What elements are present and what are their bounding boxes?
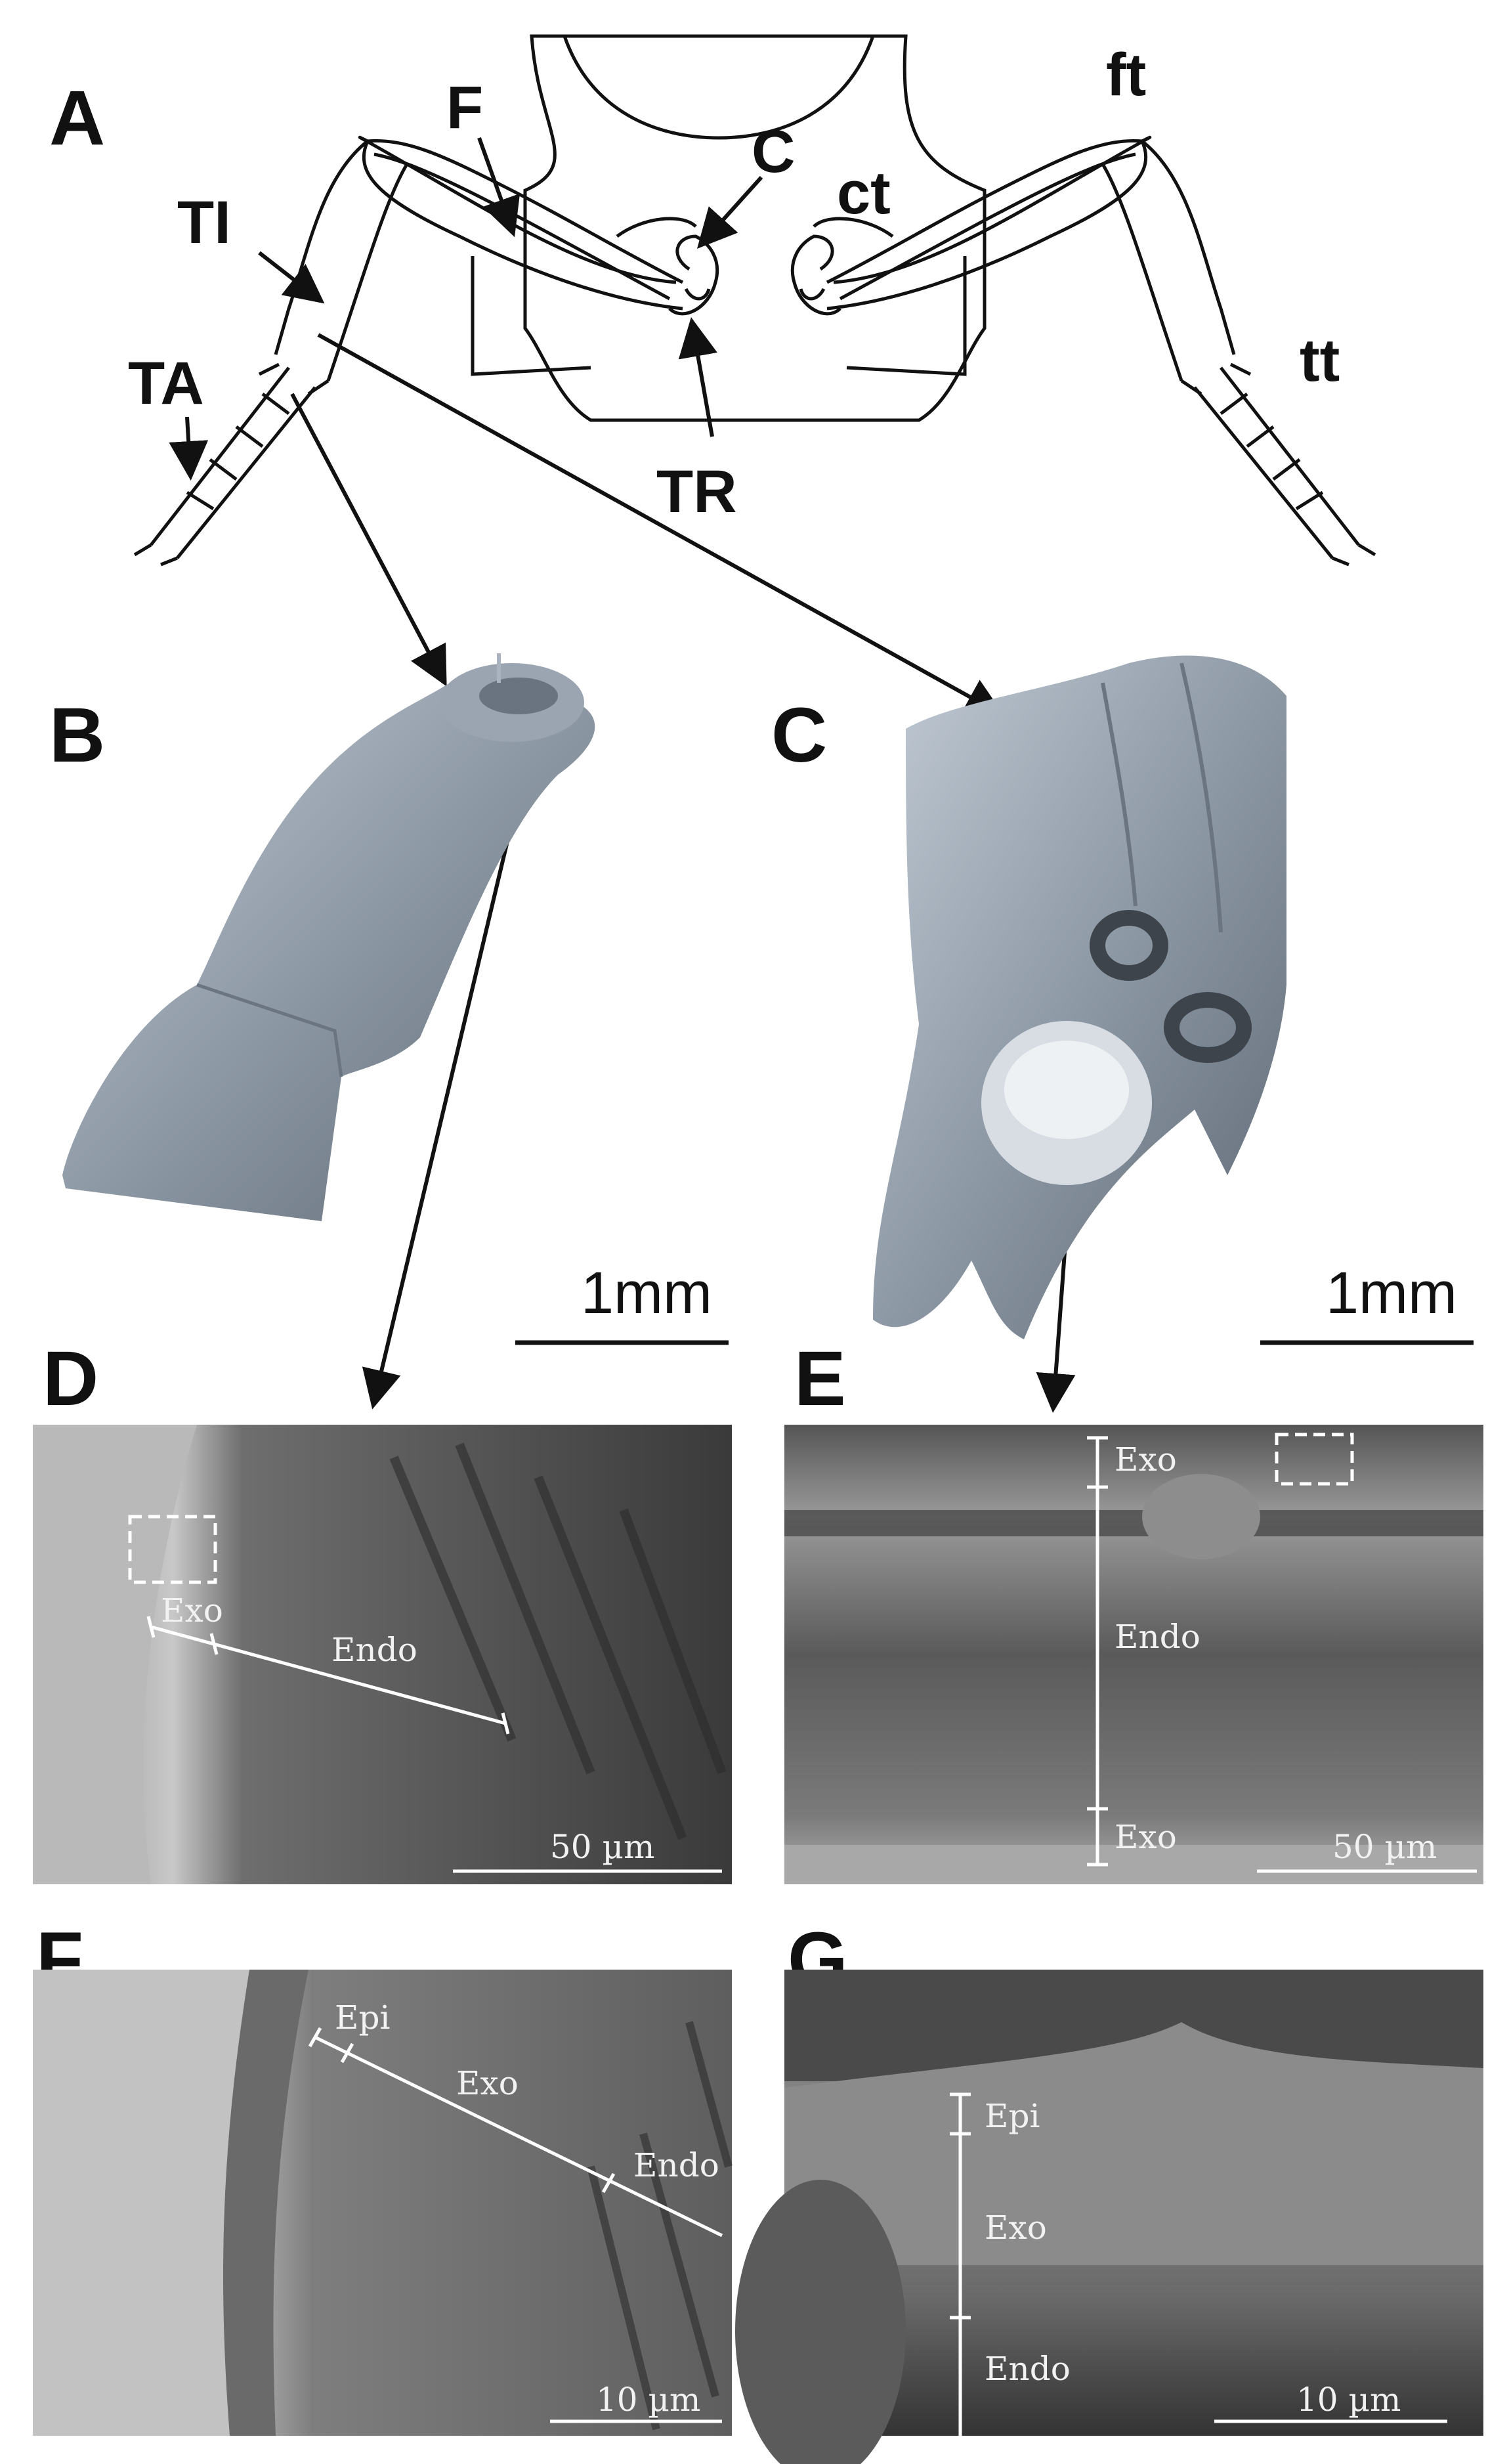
f-exo-label: Exo bbox=[456, 2064, 519, 2102]
scalebar-g-label: 10 µm bbox=[1296, 2381, 1401, 2419]
label-ct: ct bbox=[837, 160, 891, 227]
panel-a-drawing bbox=[133, 34, 1376, 567]
arrow-to-d bbox=[362, 794, 521, 1410]
e-exo-top-label: Exo bbox=[1115, 1440, 1177, 1479]
scalebar-f-label: 10 µm bbox=[596, 2381, 700, 2419]
arrow-to-c bbox=[317, 333, 1005, 716]
arrow-tr bbox=[678, 317, 717, 437]
panel-label-a: A bbox=[49, 75, 105, 162]
scalebar-d-label: 50 µm bbox=[550, 1828, 654, 1866]
tendon-ring-2 bbox=[1164, 992, 1252, 1063]
label-ft: ft bbox=[1106, 41, 1146, 108]
f-endo-label: Endo bbox=[633, 2146, 719, 2184]
e-endo-label: Endo bbox=[1115, 1618, 1201, 1656]
panel-label-d: D bbox=[43, 1335, 98, 1422]
panel-label-c: C bbox=[771, 692, 827, 779]
tendon-ring-1 bbox=[1090, 910, 1168, 981]
scalebar-b-label: 1mm bbox=[581, 1261, 712, 1326]
arrow-to-b bbox=[290, 393, 447, 687]
label-tarsus: TA bbox=[128, 350, 204, 417]
panel-f-sem bbox=[33, 1970, 733, 2436]
scalebar-c-label: 1mm bbox=[1326, 1261, 1457, 1326]
panel-e-sem bbox=[784, 1425, 1483, 1884]
arrow-ta bbox=[169, 416, 209, 481]
f-epi-label: Epi bbox=[335, 1999, 391, 2037]
label-tt: tt bbox=[1300, 327, 1340, 394]
panel-g-sem bbox=[735, 1970, 1483, 2464]
panel-b-render bbox=[62, 653, 595, 1221]
panel-a-pointers bbox=[169, 137, 1076, 1413]
d-endo-label: Endo bbox=[331, 1631, 417, 1669]
label-tibia: TI bbox=[177, 189, 231, 256]
label-femur: F bbox=[446, 74, 483, 141]
arrow-ti bbox=[258, 251, 325, 304]
g-exo-label: Exo bbox=[985, 2209, 1047, 2247]
panel-c-render bbox=[873, 655, 1286, 1339]
panel-label-e: E bbox=[794, 1335, 846, 1422]
scalebar-e-label: 50 µm bbox=[1332, 1828, 1437, 1866]
g-epi-label: Epi bbox=[985, 2097, 1040, 2135]
panel-label-b: B bbox=[49, 692, 105, 779]
g-endo-label: Endo bbox=[985, 2350, 1071, 2388]
label-coxa: C bbox=[752, 118, 795, 185]
d-exo-label: Exo bbox=[161, 1591, 223, 1630]
label-trochanter: TR bbox=[656, 458, 737, 525]
arrow-f bbox=[477, 137, 521, 238]
panel-d-sem bbox=[33, 1425, 732, 1884]
e-exo-bottom-label: Exo bbox=[1115, 1818, 1177, 1856]
arrow-c bbox=[696, 175, 763, 249]
